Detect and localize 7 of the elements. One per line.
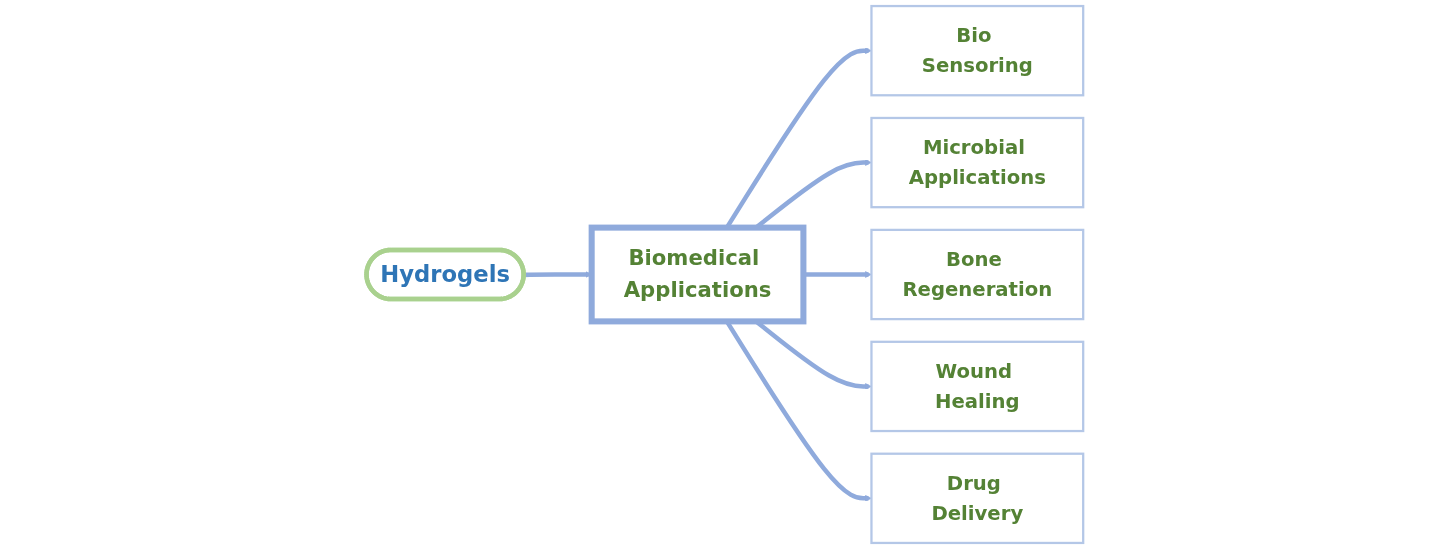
node-box: Bio Sensoring (870, 4, 1085, 97)
node-box: Biomedical Applications (588, 224, 807, 325)
node-box: Wound Healing (870, 340, 1085, 433)
node-box: Bone Regeneration (870, 228, 1085, 321)
node-box: Drug Delivery (870, 452, 1085, 545)
node-box: Microbial Applications (870, 116, 1085, 209)
arrow (803, 271, 872, 278)
